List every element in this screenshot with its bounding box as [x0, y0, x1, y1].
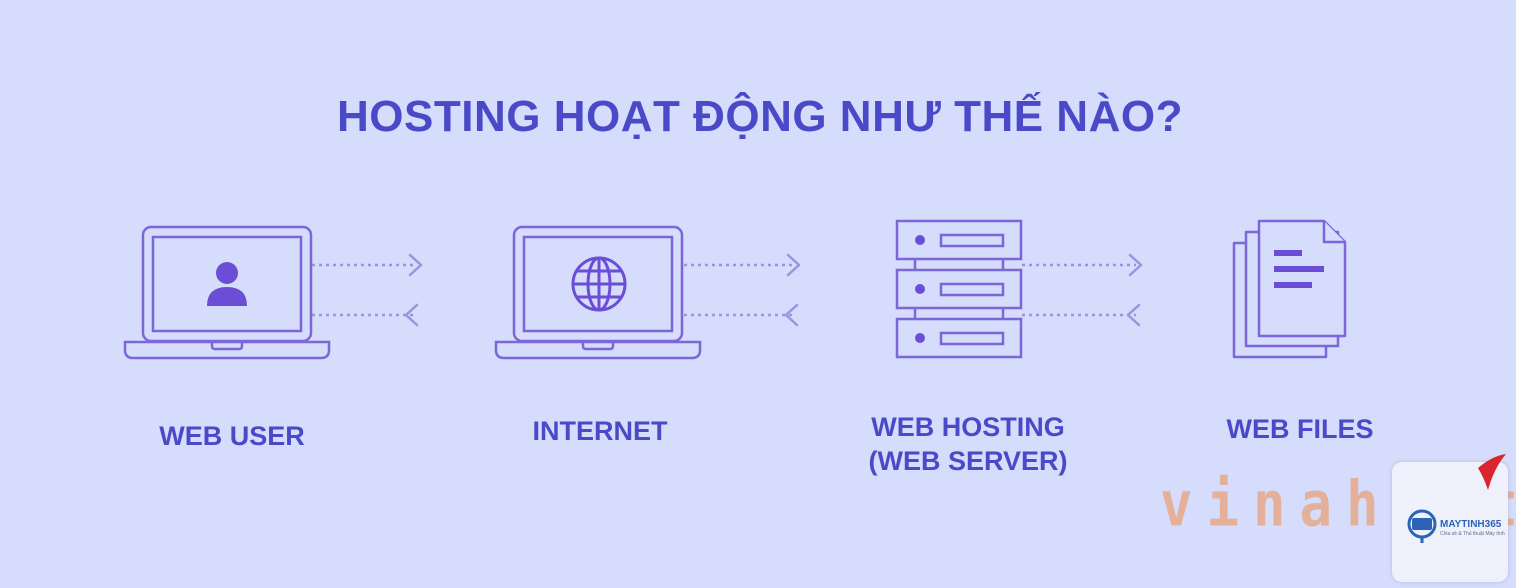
documents-icon [1232, 219, 1347, 359]
label-internet-line: INTERNET [532, 416, 668, 446]
label-web-hosting-line-1: WEB HOSTING [871, 412, 1065, 442]
arrow-right-1 [408, 253, 423, 277]
globe-icon [571, 256, 627, 312]
arrow-right-2 [786, 253, 801, 277]
label-web-user-line: WEB USER [159, 421, 305, 451]
user-icon [207, 262, 247, 306]
label-web-hosting: WEB HOSTING (WEB SERVER) [848, 410, 1088, 478]
diagram-title: HOSTING HOẠT ĐỘNG NHƯ THẾ NÀO? [337, 92, 1183, 141]
connectors [312, 263, 1136, 317]
label-web-files-line: WEB FILES [1226, 414, 1374, 444]
label-internet: INTERNET [500, 414, 700, 448]
logo-mark-icon [1407, 454, 1506, 543]
label-web-user: WEB USER [132, 419, 332, 453]
logo-name: MAYTINH365 [1440, 519, 1502, 530]
arrow-left-1 [404, 303, 419, 327]
arrow-left-2 [784, 303, 799, 327]
label-web-files: WEB FILES [1200, 412, 1400, 446]
arrowheads [404, 253, 1143, 327]
laptop-user-icon [123, 225, 331, 360]
arrow-right-3 [1128, 253, 1143, 277]
laptop-globe-icon [494, 225, 702, 360]
arrow-left-3 [1126, 303, 1141, 327]
label-web-hosting-line-2: (WEB SERVER) [868, 446, 1068, 476]
server-icon [895, 219, 1023, 359]
logo-tagline: Chia sẻ & Thủ thuật Máy tính [1440, 531, 1505, 537]
